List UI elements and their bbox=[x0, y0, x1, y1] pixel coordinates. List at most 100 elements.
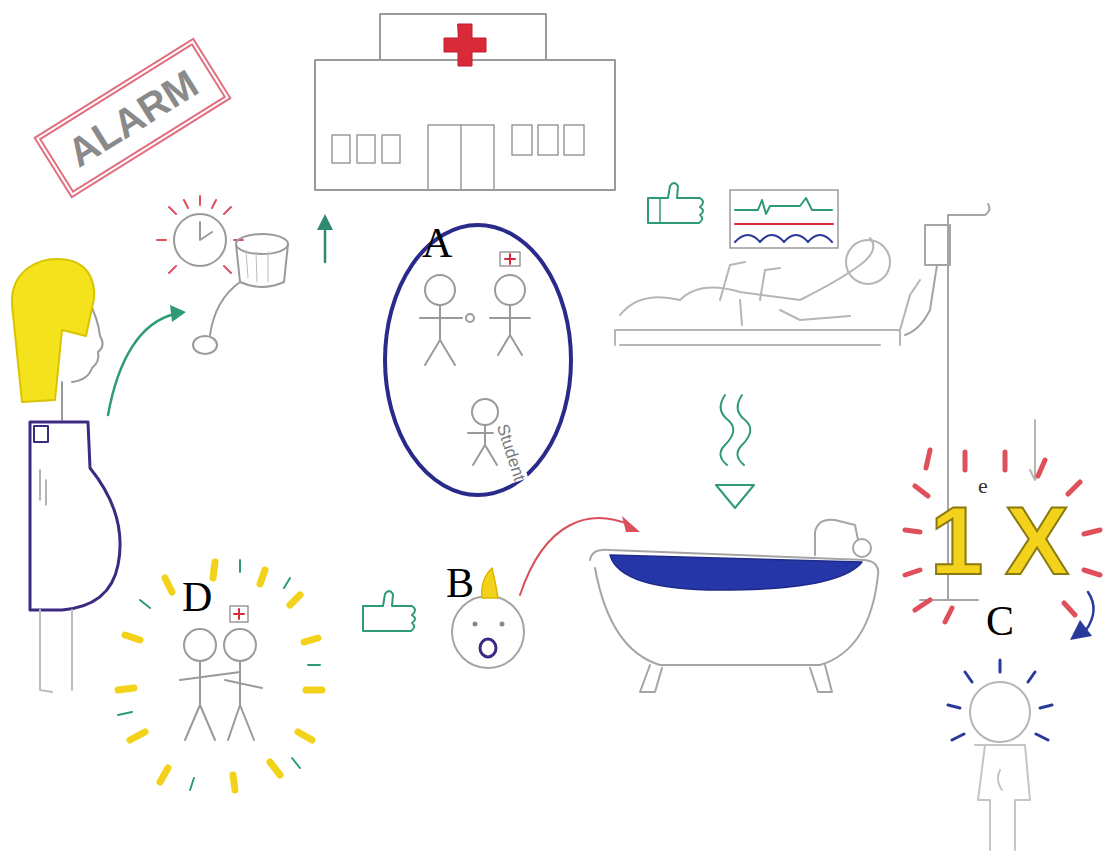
stick-figures bbox=[224, 629, 256, 661]
pregnant-woman bbox=[61, 382, 63, 420]
blood-pressure-cuff bbox=[236, 234, 288, 254]
green-arrow bbox=[108, 314, 175, 415]
stick-figures bbox=[425, 275, 455, 305]
patient-in-bed bbox=[720, 262, 850, 325]
pregnant-woman bbox=[40, 610, 72, 692]
red-rays bbox=[905, 450, 1100, 622]
green-arrow bbox=[324, 228, 327, 262]
clock-icon bbox=[157, 196, 243, 273]
wavy-arrow bbox=[716, 395, 754, 508]
thumbs-up bbox=[363, 591, 415, 631]
iv-stand bbox=[925, 225, 950, 265]
glow-rays bbox=[118, 562, 322, 790]
person-figure bbox=[948, 660, 1052, 740]
green-arrow bbox=[317, 214, 333, 230]
pregnant-woman bbox=[12, 259, 94, 402]
baby-face bbox=[452, 596, 524, 668]
stick-figures bbox=[472, 399, 498, 425]
green-arrow bbox=[108, 305, 186, 415]
thumbs-up bbox=[659, 198, 661, 223]
person-figure bbox=[948, 660, 1052, 850]
wavy-arrow bbox=[716, 485, 754, 508]
stick-figures bbox=[420, 305, 462, 365]
thumbs-up bbox=[648, 183, 703, 223]
blood-pressure-cuff bbox=[193, 234, 288, 354]
alarm-text: ALARM bbox=[59, 61, 205, 175]
alarm-box: ALARM bbox=[33, 37, 231, 198]
blue-arrow bbox=[1070, 620, 1092, 640]
callout-letter: A bbox=[422, 220, 452, 266]
nurse-cap bbox=[500, 252, 520, 266]
big-number: 1 bbox=[930, 488, 983, 594]
clock-icon bbox=[174, 214, 226, 266]
stick-figures bbox=[490, 305, 530, 355]
stick-figures bbox=[225, 661, 262, 740]
baby-face bbox=[482, 568, 498, 598]
patient-in-bed bbox=[900, 280, 920, 330]
monitor bbox=[735, 223, 833, 225]
patient-in-bed bbox=[620, 238, 873, 315]
thumbs-up bbox=[648, 183, 703, 223]
person-figure bbox=[970, 682, 1030, 742]
hospital-building bbox=[382, 135, 400, 163]
hospital-building bbox=[460, 125, 462, 190]
red-arrow bbox=[622, 516, 640, 532]
hospital-building bbox=[564, 125, 584, 155]
red-arrow bbox=[520, 516, 640, 595]
patient-in-bed bbox=[615, 238, 920, 345]
blue-arrow bbox=[1086, 592, 1094, 630]
hospital-building bbox=[512, 125, 532, 155]
red-arrow bbox=[520, 518, 630, 595]
hospital-building bbox=[538, 125, 558, 155]
bathtub bbox=[610, 555, 862, 590]
glow-rays bbox=[118, 560, 322, 790]
iv-stand bbox=[905, 265, 937, 335]
bathtub bbox=[815, 520, 858, 555]
thumbs-up bbox=[363, 591, 415, 631]
blood-pressure-cuff bbox=[210, 282, 240, 335]
pregnant-woman bbox=[40, 470, 46, 505]
monitor bbox=[730, 190, 838, 248]
stick-figures bbox=[184, 629, 216, 661]
wavy-arrow bbox=[737, 395, 750, 465]
baby-face bbox=[480, 639, 496, 657]
baby-face bbox=[500, 622, 505, 627]
monitor bbox=[735, 198, 832, 214]
callout-letter: C bbox=[986, 598, 1014, 644]
bathtub bbox=[853, 539, 871, 557]
green-arrow bbox=[170, 305, 186, 322]
hospital-building bbox=[428, 125, 494, 190]
clock-icon bbox=[200, 222, 212, 240]
blood-pressure-cuff bbox=[246, 250, 268, 282]
callout-letter: D bbox=[182, 574, 212, 620]
nurse-cap bbox=[505, 254, 515, 264]
person-figure bbox=[975, 745, 1030, 850]
blood-pressure-cuff bbox=[236, 244, 288, 287]
stick-figures bbox=[230, 606, 248, 622]
wavy-arrow bbox=[720, 395, 733, 465]
student-label: Student bbox=[492, 422, 528, 484]
hospital-building bbox=[315, 60, 615, 190]
monitor bbox=[735, 235, 832, 242]
stick-figures bbox=[495, 275, 525, 305]
ellipse-outline bbox=[385, 225, 571, 495]
iv-stand bbox=[920, 204, 989, 600]
hospital-building bbox=[357, 135, 375, 163]
bathtub bbox=[590, 520, 878, 692]
monitor bbox=[730, 190, 838, 248]
stick-figures bbox=[466, 314, 474, 322]
blood-pressure-cuff bbox=[193, 336, 217, 354]
patient-in-bed bbox=[846, 240, 890, 284]
stick-figures bbox=[234, 609, 244, 619]
bathtub bbox=[640, 665, 832, 692]
baby-face bbox=[473, 622, 478, 627]
red-rays bbox=[905, 450, 1100, 622]
stick-figures bbox=[180, 606, 262, 740]
stick-figures bbox=[180, 661, 240, 740]
patient-in-bed bbox=[615, 330, 900, 345]
ellipse-outline bbox=[382, 222, 574, 498]
pregnant-woman bbox=[34, 426, 48, 442]
green-arrow bbox=[317, 214, 333, 262]
glow-rays bbox=[118, 560, 320, 790]
